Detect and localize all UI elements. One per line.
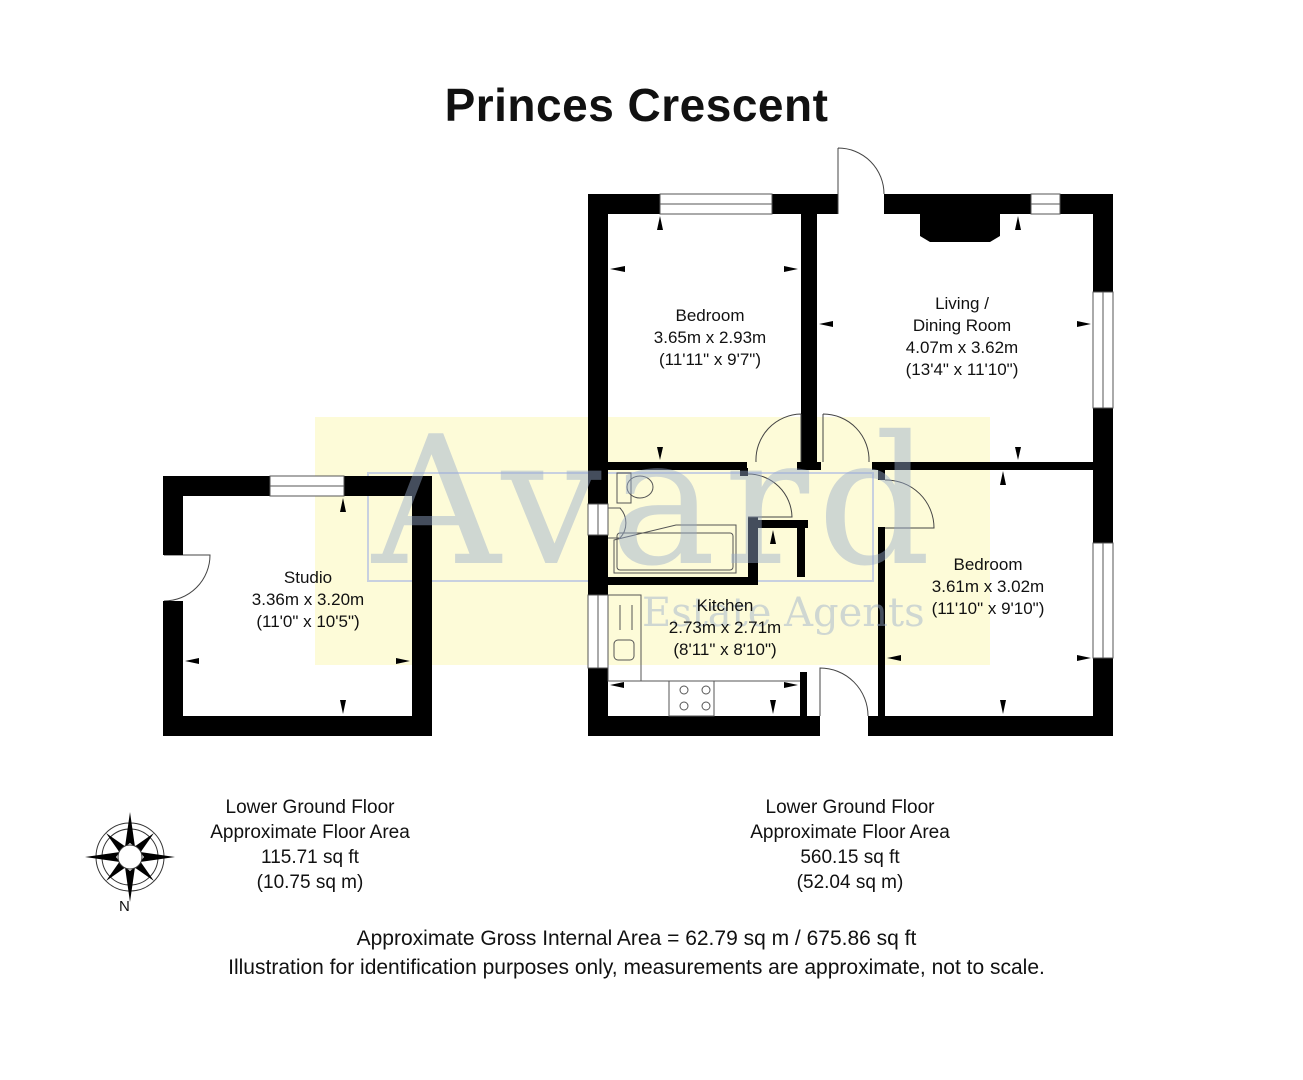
gross-internal-area: Approximate Gross Internal Area = 62.79 … [356,927,917,950]
room-name: Kitchen [696,596,754,615]
room-imperial: (8'11" x 8'10") [673,640,777,659]
floor-area-main: Lower Ground Floor Approximate Floor Are… [700,795,1000,895]
studio-walls [163,476,432,736]
window-glazing [587,193,1114,669]
door-swings [163,147,935,717]
floor-area-sqm: (10.75 sq m) [256,872,364,893]
floor-area-label: Approximate Floor Area [210,822,410,843]
room-name-line1: Living / [935,294,989,313]
room-label-bedroom-2: Bedroom 3.61m x 3.02m (11'10" x 9'10") [888,554,1088,620]
room-name: Bedroom [675,306,745,325]
dimension-markers [185,216,1091,714]
studio-window [269,475,345,497]
room-name: Studio [283,568,333,587]
room-imperial: (13'4" x 11'10") [905,360,1019,379]
room-label-studio: Studio 3.36m x 3.20m (11'0" x 10'5") [208,567,408,633]
room-label-living-dining: Living / Dining Room 4.07m x 3.62m (13'4… [862,293,1062,381]
room-metric: 4.07m x 3.62m [905,338,1019,357]
floor-area-label: Approximate Floor Area [750,822,950,843]
main-flat-walls [588,194,1113,736]
room-imperial: (11'11" x 9'7") [658,350,762,369]
compass-north-label: N [119,898,130,915]
floor-name: Lower Ground Floor [765,797,935,818]
floor-name: Lower Ground Floor [225,797,395,818]
disclaimer: Illustration for identification purposes… [228,956,1045,979]
room-label-kitchen: Kitchen 2.73m x 2.71m (8'11" x 8'10") [625,595,825,661]
floor-area-studio: Lower Ground Floor Approximate Floor Are… [160,795,460,895]
kitchen-fixtures [607,594,800,717]
room-name: Bedroom [953,555,1023,574]
room-label-bedroom-1: Bedroom 3.65m x 2.93m (11'11" x 9'7") [618,305,802,371]
footer: Approximate Gross Internal Area = 62.79 … [0,924,1273,982]
floor-area-sqft: 115.71 sq ft [261,847,359,868]
room-name-line2: Dining Room [912,316,1012,335]
room-imperial: (11'0" x 10'5") [256,612,360,631]
compass-rose-icon [85,812,175,902]
floor-area-sqft: 560.15 sq ft [800,847,900,868]
room-metric: 2.73m x 2.71m [668,618,782,637]
watermark-brand: Avard [372,398,940,605]
room-metric: 3.65m x 2.93m [653,328,767,347]
floor-area-sqm: (52.04 sq m) [796,872,904,893]
bathroom-fixtures [608,472,737,574]
room-imperial: (11'10" x 9'10") [931,599,1045,618]
room-metric: 3.36m x 3.20m [251,590,365,609]
watermark-tagline: Estate Agents [642,590,925,636]
plan-title: Princes Crescent [444,79,829,131]
room-metric: 3.61m x 3.02m [931,577,1045,596]
